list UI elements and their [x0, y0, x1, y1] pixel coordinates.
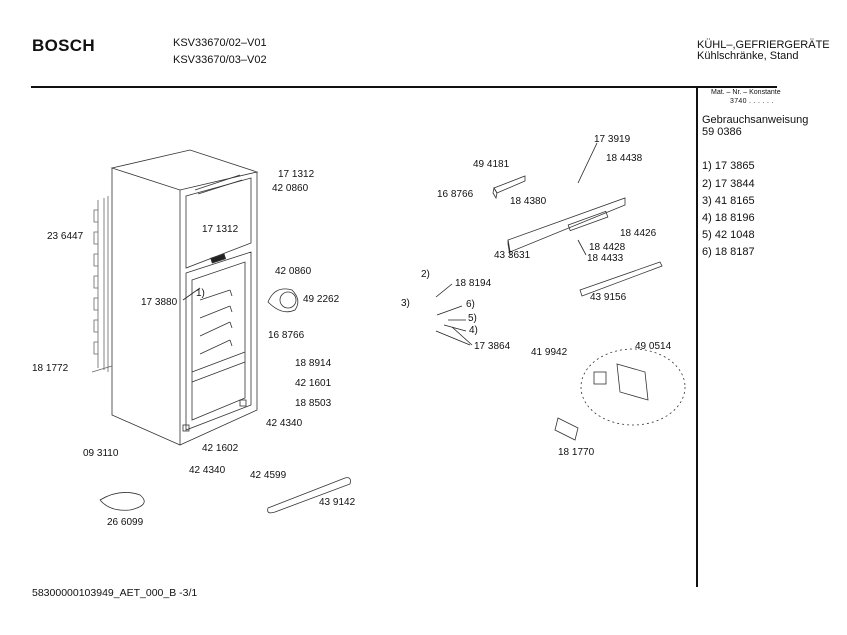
fridge-cabinet [110, 149, 259, 446]
part-label: 17 3864 [474, 341, 511, 352]
reference-label: 1) [196, 288, 205, 299]
reference-label: 3) [401, 298, 410, 309]
part-label: 43 3631 [494, 250, 531, 261]
footnote-3: 3) 41 8165 [702, 195, 755, 207]
leader-lines [182, 142, 598, 346]
part-label: 42 1601 [295, 378, 332, 389]
brand-logo: BOSCH [32, 36, 95, 55]
part-label: 18 4380 [510, 196, 547, 207]
part-label: 41 9942 [531, 347, 568, 358]
part-label: 42 4340 [189, 465, 226, 476]
part-label: 42 0860 [275, 266, 312, 277]
footnote-6: 6) 18 8187 [702, 246, 755, 258]
lamp-cover [593, 363, 649, 401]
material-number-value: 3740 . . . . . . [730, 98, 774, 105]
model-number-1: KSV33670/02–V01 [173, 37, 267, 49]
door-trim [579, 261, 663, 297]
category-title: KÜHL–,GEFRIERGERÄTE [697, 39, 830, 51]
part-label: 23 6447 [47, 231, 84, 242]
fan-assembly [267, 288, 299, 313]
footnote-1: 1) 17 3865 [702, 160, 755, 172]
part-label: 16 8766 [268, 330, 305, 341]
part-label: 17 3880 [141, 297, 178, 308]
condenser-coil [91, 196, 113, 373]
manual-label: Gebrauchsanweisung [702, 114, 809, 126]
part-label: 18 8914 [295, 358, 332, 369]
part-label: 42 0860 [272, 183, 309, 194]
sidebar-divider [696, 87, 698, 587]
part-label: 18 4438 [606, 153, 643, 164]
part-label: 26 6099 [107, 517, 144, 528]
part-label: 09 3110 [83, 448, 119, 459]
footnote-2: 2) 17 3844 [702, 178, 755, 190]
part-label: 42 4599 [250, 470, 287, 481]
power-cable [99, 492, 145, 511]
part-label: 18 1772 [32, 363, 69, 374]
part-label: 17 1312 [278, 169, 315, 180]
footnote-5: 5) 42 1048 [702, 229, 755, 241]
part-label: 42 1602 [202, 443, 239, 454]
reference-label: 2) [421, 269, 430, 280]
display-board [492, 175, 526, 200]
part-label: 17 3919 [594, 134, 631, 145]
reference-label: 4) [469, 325, 478, 336]
part-label: 43 9142 [319, 497, 356, 508]
part-label: 18 8194 [455, 278, 492, 289]
category-subtitle: Kühlschränke, Stand [697, 50, 799, 62]
part-label: 18 4428 [589, 242, 626, 253]
part-label: 16 8766 [437, 189, 474, 200]
part-label: 49 2262 [303, 294, 340, 305]
part-label: 18 8503 [295, 398, 332, 409]
material-number-label: Mat. – Nr. – Konstante [711, 89, 781, 96]
model-number-2: KSV33670/03–V02 [173, 54, 267, 66]
part-label: 49 0514 [635, 341, 672, 352]
part-label: 42 4340 [266, 418, 303, 429]
part-label: 18 4433 [587, 253, 624, 264]
reference-label: 6) [466, 299, 475, 310]
header-divider [31, 86, 777, 88]
manual-number: 59 0386 [702, 126, 742, 138]
footnote-4: 4) 18 8196 [702, 212, 755, 224]
reference-label: 5) [468, 313, 477, 324]
lamp-grille [554, 417, 579, 441]
handle [267, 477, 351, 514]
part-label: 49 4181 [473, 159, 510, 170]
control-panel-housing [507, 197, 626, 257]
document-id: 58300000103949_AET_000_B -3/1 [32, 587, 198, 599]
part-label: 18 4426 [620, 228, 657, 239]
part-label: 18 1770 [558, 447, 595, 458]
part-label: 17 1312 [202, 224, 239, 235]
part-label: 43 9156 [590, 292, 627, 303]
lamp-assembly [580, 348, 686, 426]
